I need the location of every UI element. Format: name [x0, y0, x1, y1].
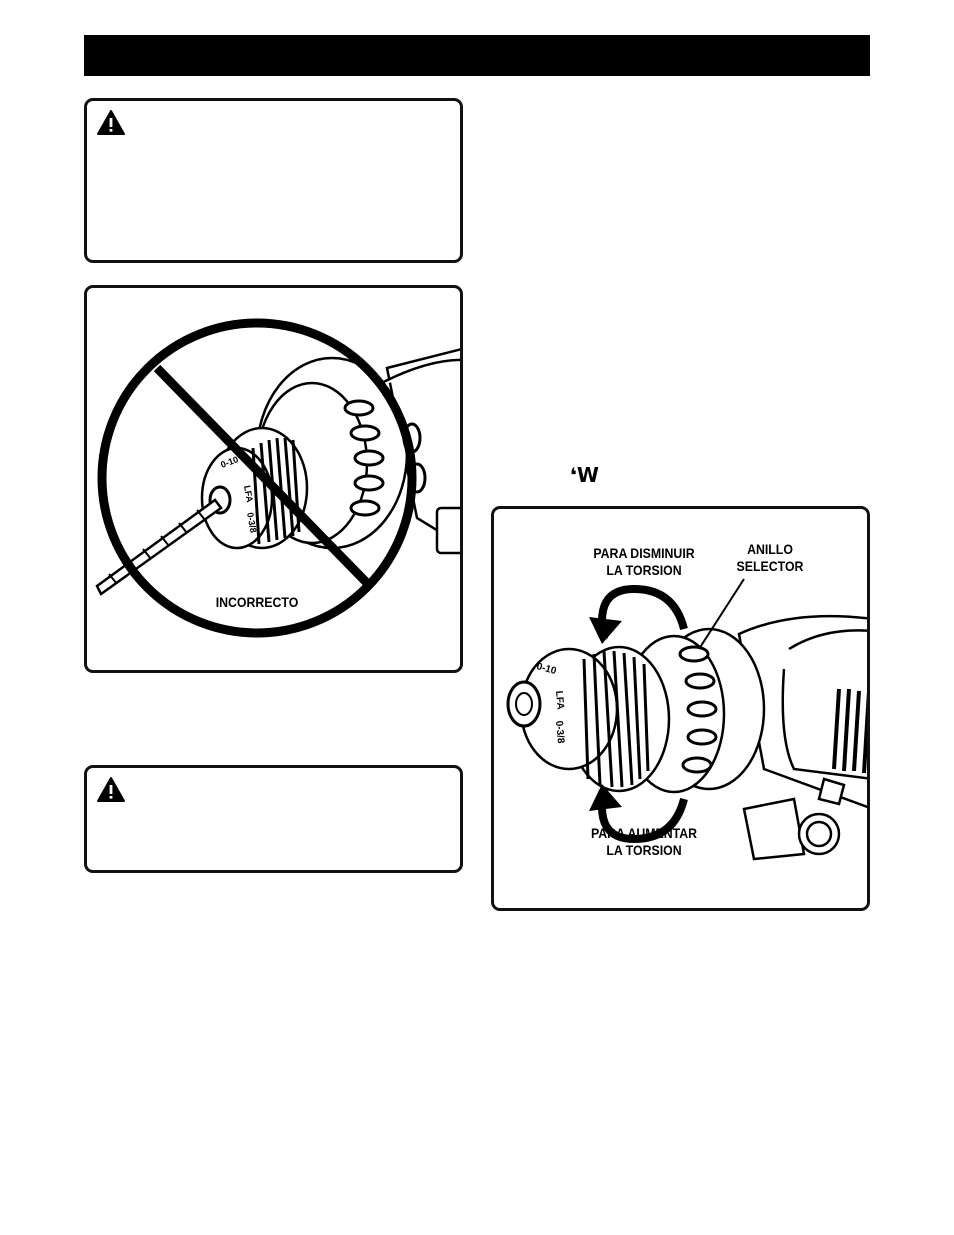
- chuck-marking: LFA: [242, 485, 255, 504]
- label-increase-torque: PARA AUMENTAR LA TORSION: [590, 825, 698, 858]
- rotate-increase-arrow-icon: [589, 784, 688, 844]
- rotate-decrease-arrow-icon: [589, 584, 688, 644]
- drill-illustration-torque: 0-10 LFA 0-3/8: [506, 578, 867, 861]
- label-decrease-torque: PARA DISMINUIR LA TORSION: [593, 545, 695, 578]
- selector-pointer-line: [698, 578, 745, 650]
- header-bar: [84, 35, 870, 76]
- chuck-marking: LFA: [553, 690, 566, 710]
- chuck-marking: 0-10: [535, 661, 558, 677]
- chuck-marking: 0-3/8: [553, 720, 566, 744]
- drill-illustration-incorrect: 0-10 LFA 0-3/8: [95, 318, 460, 638]
- label-selector-ring: ANILLO SELECTOR: [736, 541, 804, 574]
- warning-box-2: [84, 765, 463, 873]
- figure-torque-adjust: 0-10 LFA 0-3/8 PARA DISMINUIR LA TORSION…: [491, 506, 870, 911]
- prohibition-sign-icon: [97, 318, 417, 638]
- figure-incorrect: 0-10 LFA 0-3/8 INCORRECTO: [84, 285, 463, 673]
- inline-glyph: ❛W: [570, 463, 599, 487]
- chuck-marking: 0-3/8: [245, 512, 258, 534]
- figure-label-incorrect: INCORRECTO: [215, 594, 299, 610]
- warning-box-1: [84, 98, 463, 263]
- warning-triangle-icon: [96, 776, 126, 808]
- warning-triangle-icon: [96, 109, 126, 141]
